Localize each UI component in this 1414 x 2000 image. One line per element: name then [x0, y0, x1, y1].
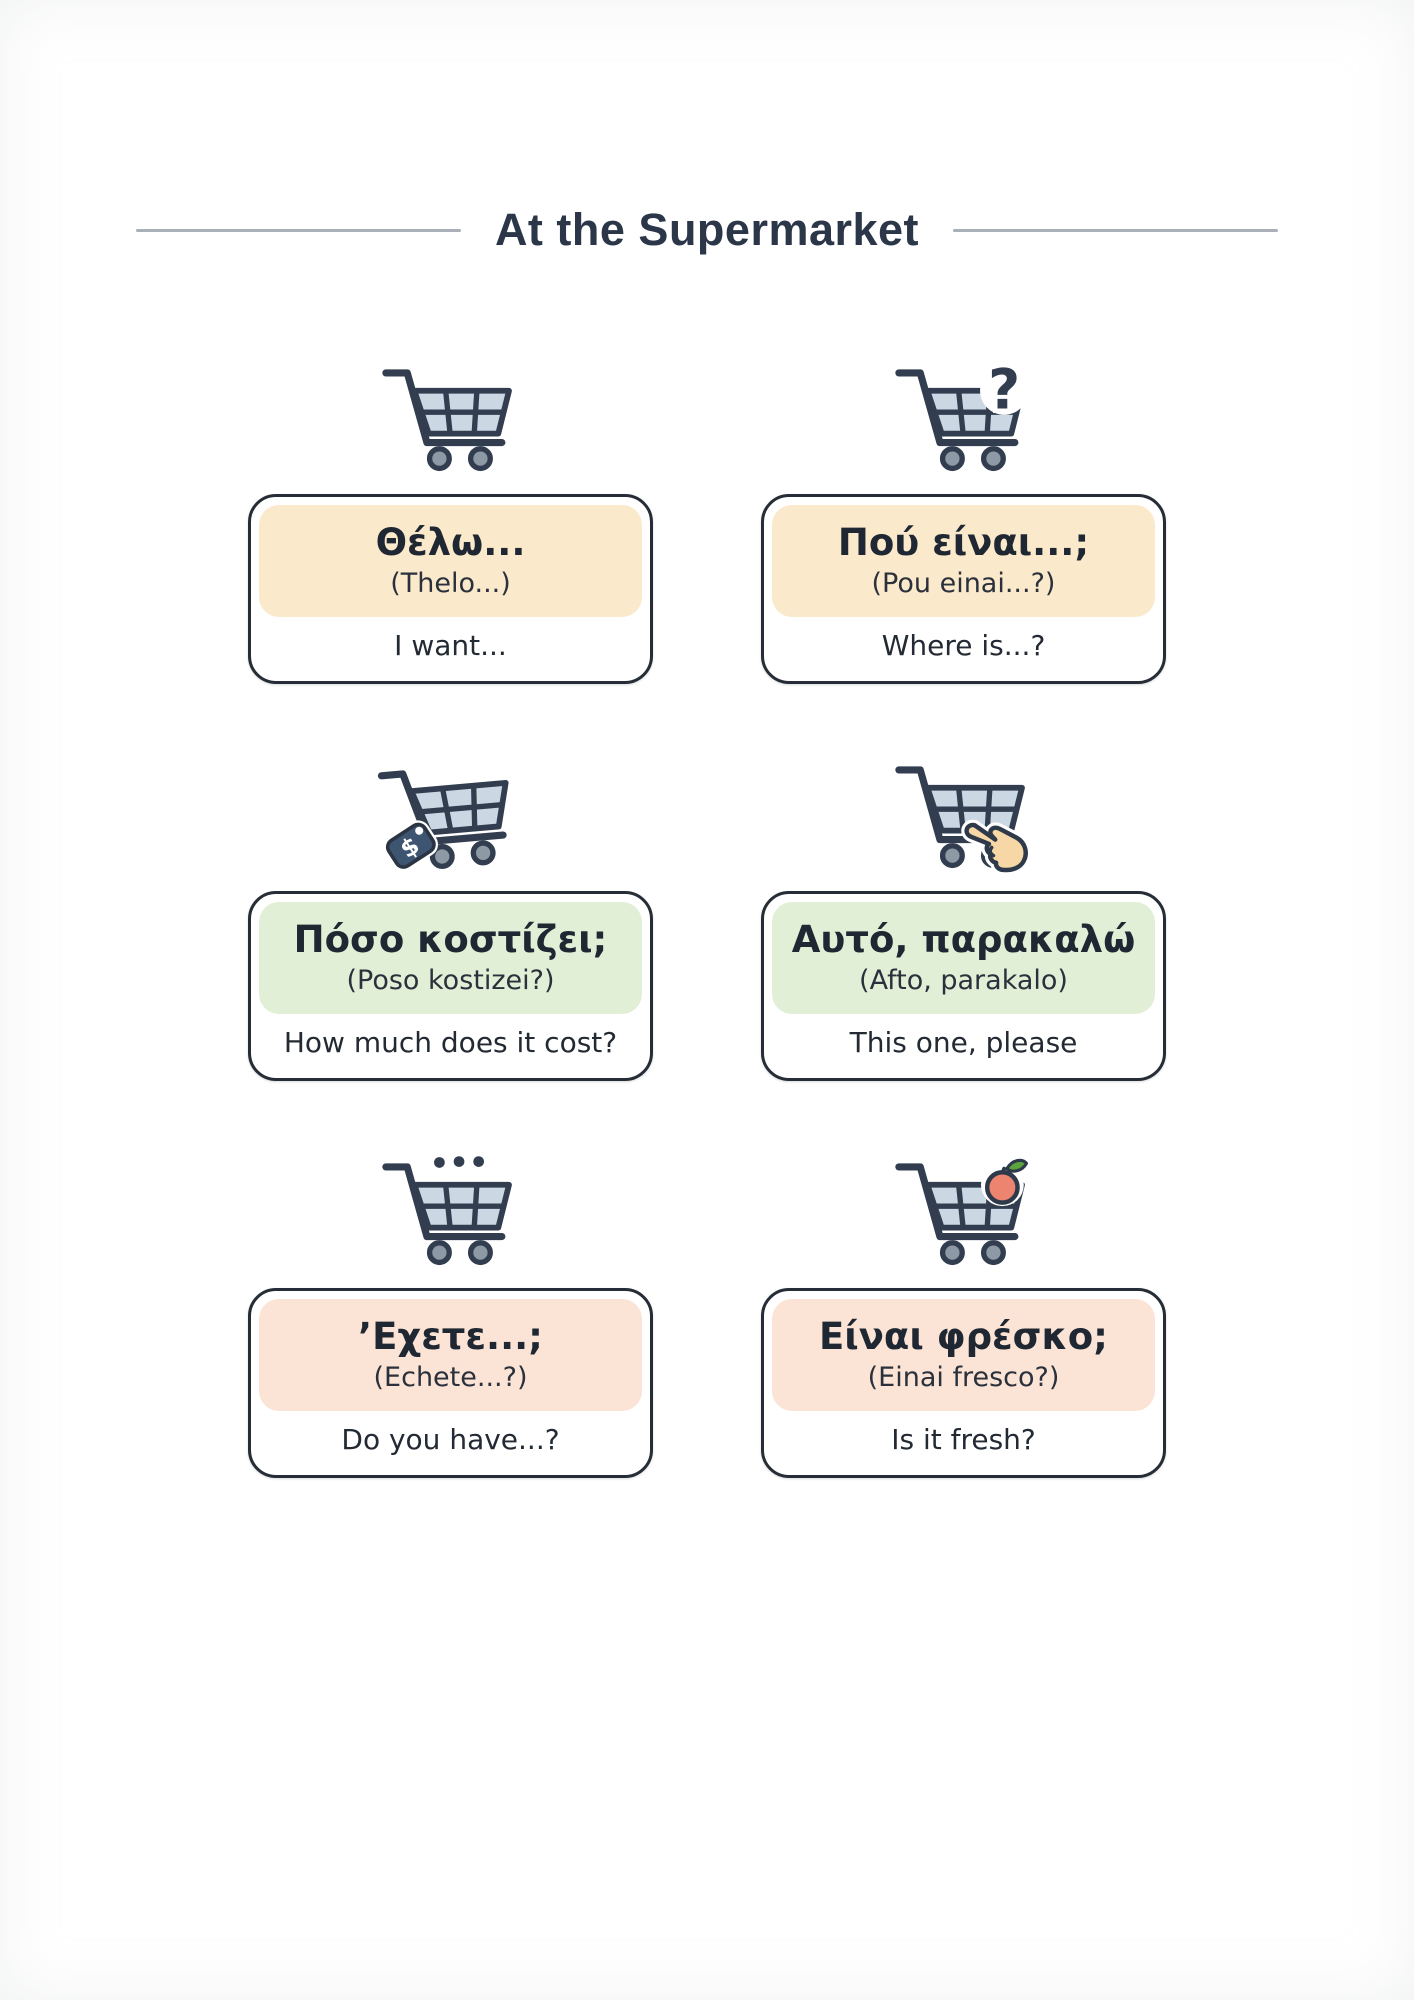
title-divider-right — [953, 228, 1279, 232]
phrase-card: Είναι φρέσκο; (Einai fresco?) Is it fres… — [761, 1288, 1166, 1478]
title-divider-left — [135, 228, 461, 232]
greek-phrase: Αυτό, παρακαλώ — [791, 918, 1136, 962]
phrase-card: Θέλω... (Thelo...) I want... — [248, 494, 653, 684]
cart-question-icon: ? ? — [894, 354, 1028, 472]
phrase-cell-pou-einai: ? ? Πού είναι...; (Pou einai...?) Where … — [761, 354, 1166, 684]
greek-phrase: Θέλω... — [375, 521, 526, 565]
phrase-card: ’Εχετε...; (Echete...?) Do you have...? — [248, 1288, 653, 1478]
english-translation: How much does it cost? — [283, 1025, 618, 1059]
transliteration: (Einai fresco?) — [867, 1362, 1060, 1393]
phrase-card: Πόσο κοστίζει; (Poso kostizei?) How much… — [248, 891, 653, 1081]
english-translation: This one, please — [849, 1025, 1078, 1059]
page-title: At the Supermarket — [494, 204, 920, 255]
phrase-card-header: Θέλω... (Thelo...) — [259, 505, 642, 617]
title-block: At the Supermarket — [0, 204, 1414, 256]
cart-pointing-hand-icon — [894, 766, 1031, 876]
greek-phrase: Πού είναι...; — [837, 521, 1090, 565]
cart-dots-icon — [381, 1156, 512, 1266]
greek-phrase: Πόσο κοστίζει; — [293, 918, 608, 962]
phrase-card-header: Πού είναι...; (Pou einai...?) — [772, 505, 1155, 617]
english-translation: Is it fresh? — [891, 1422, 1036, 1456]
phrase-card-header: Πόσο κοστίζει; (Poso kostizei?) — [259, 902, 642, 1014]
phrase-card: Αυτό, παρακαλώ (Afto, parakalo) This one… — [761, 891, 1166, 1081]
phrase-card-header: Αυτό, παρακαλώ (Afto, parakalo) — [772, 902, 1155, 1014]
pointing-hand — [960, 819, 1031, 876]
cart-apple-icon — [894, 1158, 1028, 1266]
english-translation: Where is...? — [881, 628, 1046, 662]
phrase-cell-afto-parakalo: Αυτό, παρακαλώ (Afto, parakalo) This one… — [761, 766, 1166, 1081]
cart-price-tag-icon: $ — [377, 770, 509, 872]
english-translation: Do you have...? — [341, 1422, 560, 1456]
dot — [472, 1156, 484, 1167]
dot — [453, 1156, 464, 1167]
phrase-card-header: Είναι φρέσκο; (Einai fresco?) — [772, 1299, 1155, 1411]
apple — [980, 1158, 1028, 1207]
transliteration: (Pou einai...?) — [871, 568, 1056, 599]
question-glyph: ? — [988, 359, 1020, 423]
english-translation: I want... — [394, 628, 507, 662]
price-tag: $ — [383, 820, 438, 872]
cart-icon — [381, 369, 512, 472]
greek-phrase: Είναι φρέσκο; — [819, 1315, 1108, 1359]
phrase-cell-echete: ’Εχετε...; (Echete...?) Do you have...? — [248, 1156, 653, 1478]
phrase-cell-poso-kostizei: $ Πόσο κοστίζει; (Poso kostizei?) How mu… — [248, 769, 653, 1081]
transliteration: (Thelo...) — [390, 568, 511, 599]
dot — [433, 1157, 445, 1168]
transliteration: (Echete...?) — [373, 1362, 528, 1393]
phrase-cell-einai-fresco: Είναι φρέσκο; (Einai fresco?) Is it fres… — [761, 1158, 1166, 1478]
phrase-card-grid: Θέλω... (Thelo...) I want... ? — [248, 354, 1166, 1478]
phrase-card-header: ’Εχετε...; (Echete...?) — [259, 1299, 642, 1411]
phrase-cell-thelo: Θέλω... (Thelo...) I want... — [248, 369, 653, 684]
svg-text:?: ? — [988, 359, 1020, 423]
question-halo — [979, 366, 1028, 415]
transliteration: (Poso kostizei?) — [346, 965, 555, 996]
phrase-card: Πού είναι...; (Pou einai...?) Where is..… — [761, 494, 1166, 684]
greek-phrase: ’Εχετε...; — [358, 1315, 543, 1359]
transliteration: (Afto, parakalo) — [859, 965, 1068, 996]
